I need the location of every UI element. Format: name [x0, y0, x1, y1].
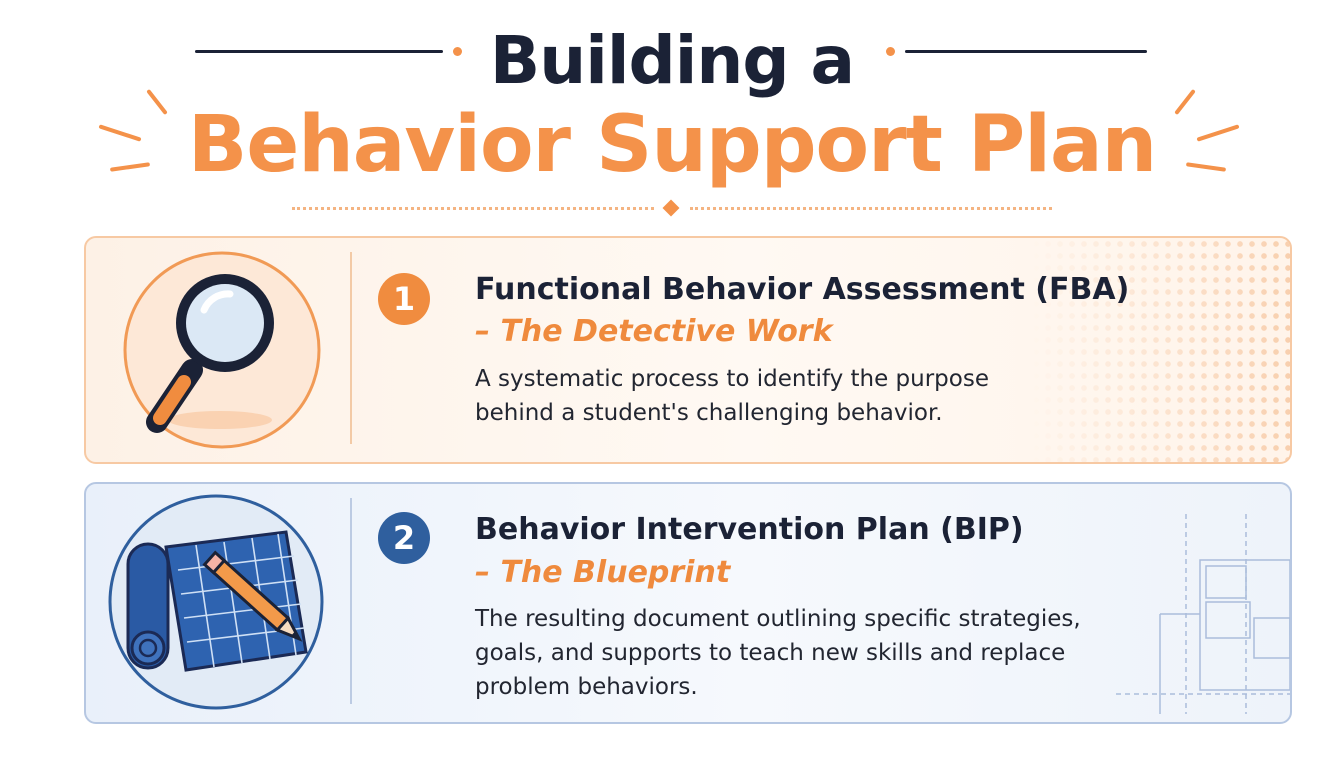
diamond-ornament-icon: [662, 199, 680, 217]
divider-dotted-right: [690, 207, 1052, 210]
step-subtitle: – The Detective Work: [475, 314, 833, 349]
card-divider: [350, 498, 352, 704]
step-card-fba: 1 Functional Behavior Assessment (FBA) –…: [84, 236, 1292, 464]
step-description: A systematic process to identify the pur…: [475, 366, 989, 426]
step-description: The resulting document outlining specifi…: [475, 606, 1081, 700]
title-area: Building a Behavior Support Plan: [0, 0, 1344, 230]
magnifying-glass-icon: [123, 251, 321, 449]
blueprint-pencil-icon: [108, 494, 324, 710]
halftone-decoration: [1030, 238, 1290, 462]
title-rule-right: [905, 50, 1147, 53]
step-number-badge: 2: [378, 512, 430, 564]
step-subtitle: – The Blueprint: [475, 555, 731, 590]
page-title-line1: Building a: [489, 22, 855, 99]
step-number-badge: 1: [378, 273, 430, 325]
title-rule-left: [195, 50, 443, 53]
divider-dotted-left: [292, 207, 654, 210]
page-title-line2: Behavior Support Plan: [187, 100, 1157, 190]
step-heading: Functional Behavior Assessment (FBA): [475, 272, 1130, 307]
blueprint-decoration: [1116, 514, 1290, 714]
title-dot-left: [453, 47, 462, 56]
step-heading: Behavior Intervention Plan (BIP): [475, 512, 1024, 547]
title-dot-right: [886, 47, 895, 56]
card-divider: [350, 252, 352, 444]
step-card-bip: 2 Behavior Intervention Plan (BIP) – The…: [84, 482, 1292, 724]
